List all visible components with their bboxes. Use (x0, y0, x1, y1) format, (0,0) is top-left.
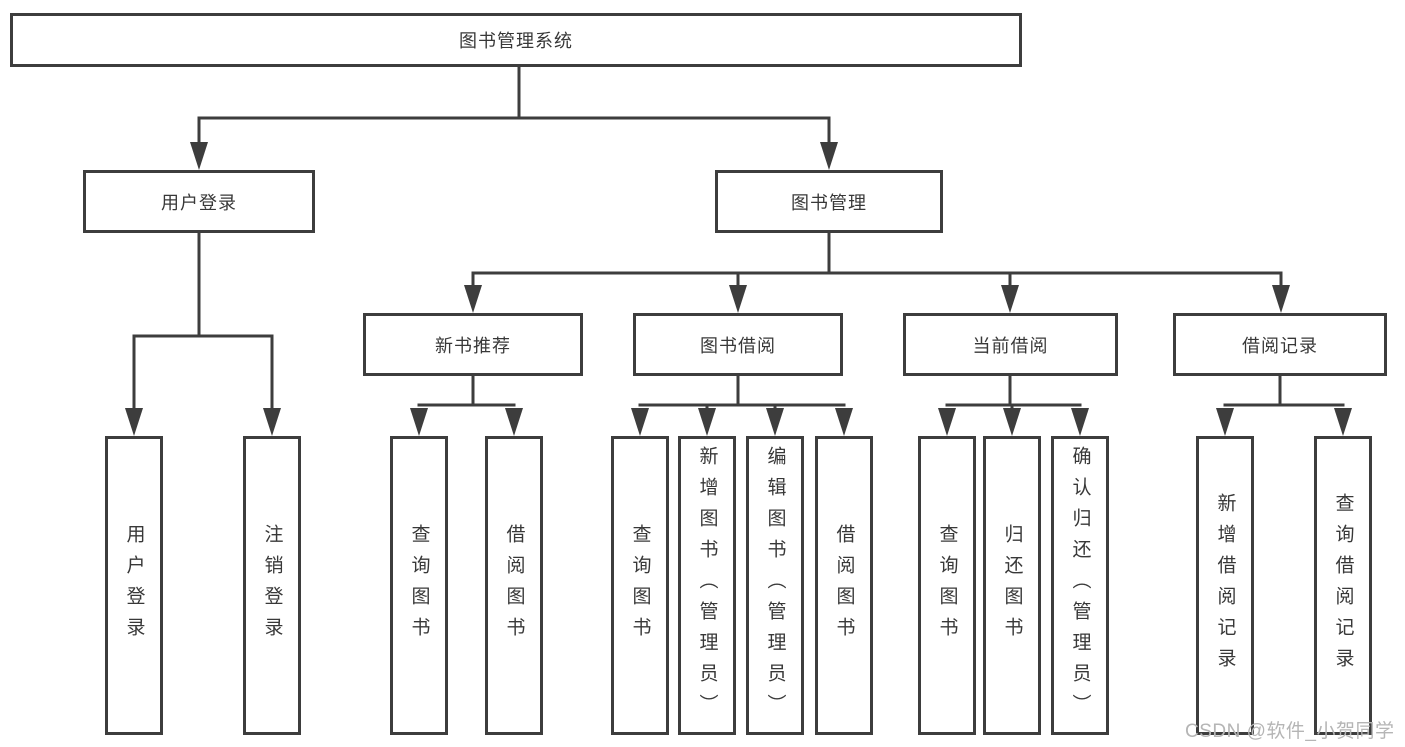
node-leaf-logout: 注销登录 (243, 436, 301, 735)
node-leaf-borrow-books: 借阅图书 (815, 436, 873, 735)
node-leaf-add-borrow-record: 新增借阅记录 (1196, 436, 1254, 735)
node-leaf-confirm-return-admin: 确认归还（管理员） (1051, 436, 1109, 735)
node-label: 借阅记录 (1242, 335, 1318, 356)
node-label: 用户登录 (123, 523, 145, 648)
node-book-borrowing: 图书借阅 (633, 313, 843, 376)
node-label: 新增借阅记录 (1214, 492, 1236, 679)
node-leaf-edit-books-admin: 编辑图书（管理员） (746, 436, 804, 735)
node-label: 查询图书 (936, 523, 958, 648)
node-leaf-query-books-recommend: 查询图书 (390, 436, 448, 735)
node-library-system: 图书管理系统 (10, 13, 1022, 67)
node-label: 查询借阅记录 (1332, 492, 1354, 679)
node-borrowing-records: 借阅记录 (1173, 313, 1387, 376)
node-label: 借阅图书 (833, 523, 855, 648)
node-leaf-query-books-current: 查询图书 (918, 436, 976, 735)
node-label: 注销登录 (261, 523, 283, 648)
node-label: 用户登录 (161, 192, 237, 213)
node-label: 查询图书 (408, 523, 430, 648)
node-label: 图书管理系统 (459, 31, 573, 51)
node-leaf-user-login: 用户登录 (105, 436, 163, 735)
node-leaf-add-books-admin: 新增图书（管理员） (678, 436, 736, 735)
node-label: 当前借阅 (972, 335, 1049, 356)
node-label: 借阅图书 (503, 523, 525, 648)
node-label: 新书推荐 (435, 335, 511, 356)
node-label: 归还图书 (1001, 523, 1023, 648)
node-label: 编辑图书（管理员） (764, 446, 786, 725)
csdn-watermark: CSDN @软件_小贺同学 (1185, 721, 1395, 742)
node-label: 图书管理 (791, 192, 867, 213)
node-current-borrowing: 当前借阅 (903, 313, 1118, 376)
node-label: 新增图书（管理员） (696, 446, 718, 725)
node-leaf-borrow-books-recommend: 借阅图书 (485, 436, 543, 735)
node-label: 确认归还（管理员） (1069, 446, 1091, 725)
node-new-book-recommend: 新书推荐 (363, 313, 583, 376)
node-leaf-return-books: 归还图书 (983, 436, 1041, 735)
node-user-login: 用户登录 (83, 170, 315, 233)
node-leaf-query-books-borrowing: 查询图书 (611, 436, 669, 735)
node-leaf-query-borrow-record: 查询借阅记录 (1314, 436, 1372, 735)
node-label: 图书借阅 (700, 335, 776, 356)
node-book-management: 图书管理 (715, 170, 943, 233)
node-label: 查询图书 (629, 523, 651, 648)
